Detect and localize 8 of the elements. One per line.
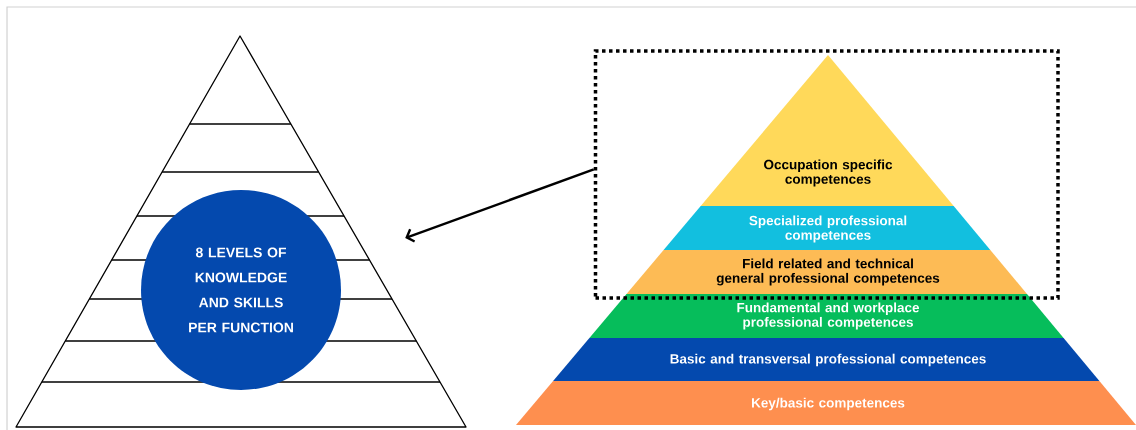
pyramid-band: Key/basic competences — [516, 381, 1136, 425]
pyramid-band: Field related and technical general professional competences — [626, 250, 1027, 294]
pyramid-band: Fundamental and workplace professional competences — [589, 294, 1064, 338]
highlight-box — [593, 49, 1060, 300]
arrow — [405, 168, 595, 243]
pyramid-band: Basic and transversal professional competences — [553, 338, 1100, 381]
pyramid-band: Occupation specific competences — [700, 55, 954, 206]
pyramid-band: Specialized professional competences — [663, 206, 991, 250]
